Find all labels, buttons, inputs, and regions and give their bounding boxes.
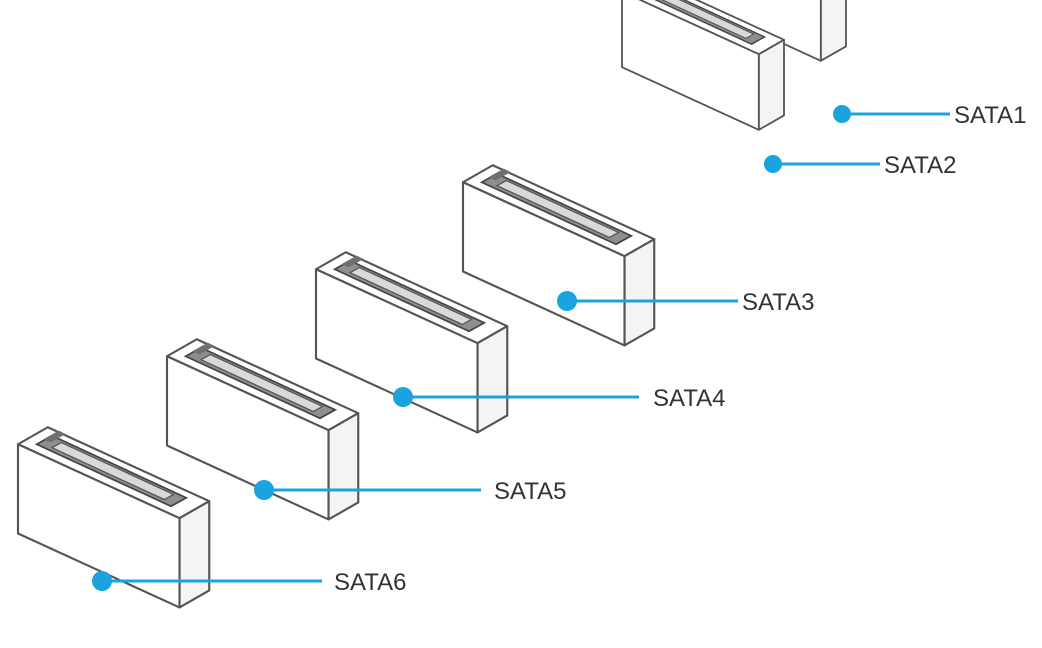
sata6-label: SATA6 xyxy=(334,569,406,596)
sata5-callout: SATA5 xyxy=(254,478,566,505)
sata6-callout: SATA6 xyxy=(92,569,406,596)
sata5-label: SATA5 xyxy=(494,478,566,505)
sata2-label: SATA2 xyxy=(884,152,956,179)
sata1-callout: SATA1 xyxy=(833,102,1026,129)
sata3-label: SATA3 xyxy=(742,289,814,316)
sata6-marker-dot xyxy=(92,571,112,591)
sata1-marker-dot xyxy=(833,105,851,123)
sata3-marker-dot xyxy=(557,291,577,311)
sata3-callout: SATA3 xyxy=(557,289,814,316)
sata2-marker-dot xyxy=(764,155,782,173)
sata1-label: SATA1 xyxy=(954,102,1026,129)
sata5-marker-dot xyxy=(254,480,274,500)
sata4-label: SATA4 xyxy=(653,385,725,412)
sata4-callout: SATA4 xyxy=(393,385,725,412)
sata2-callout: SATA2 xyxy=(764,152,956,179)
sata4-marker-dot xyxy=(393,387,413,407)
